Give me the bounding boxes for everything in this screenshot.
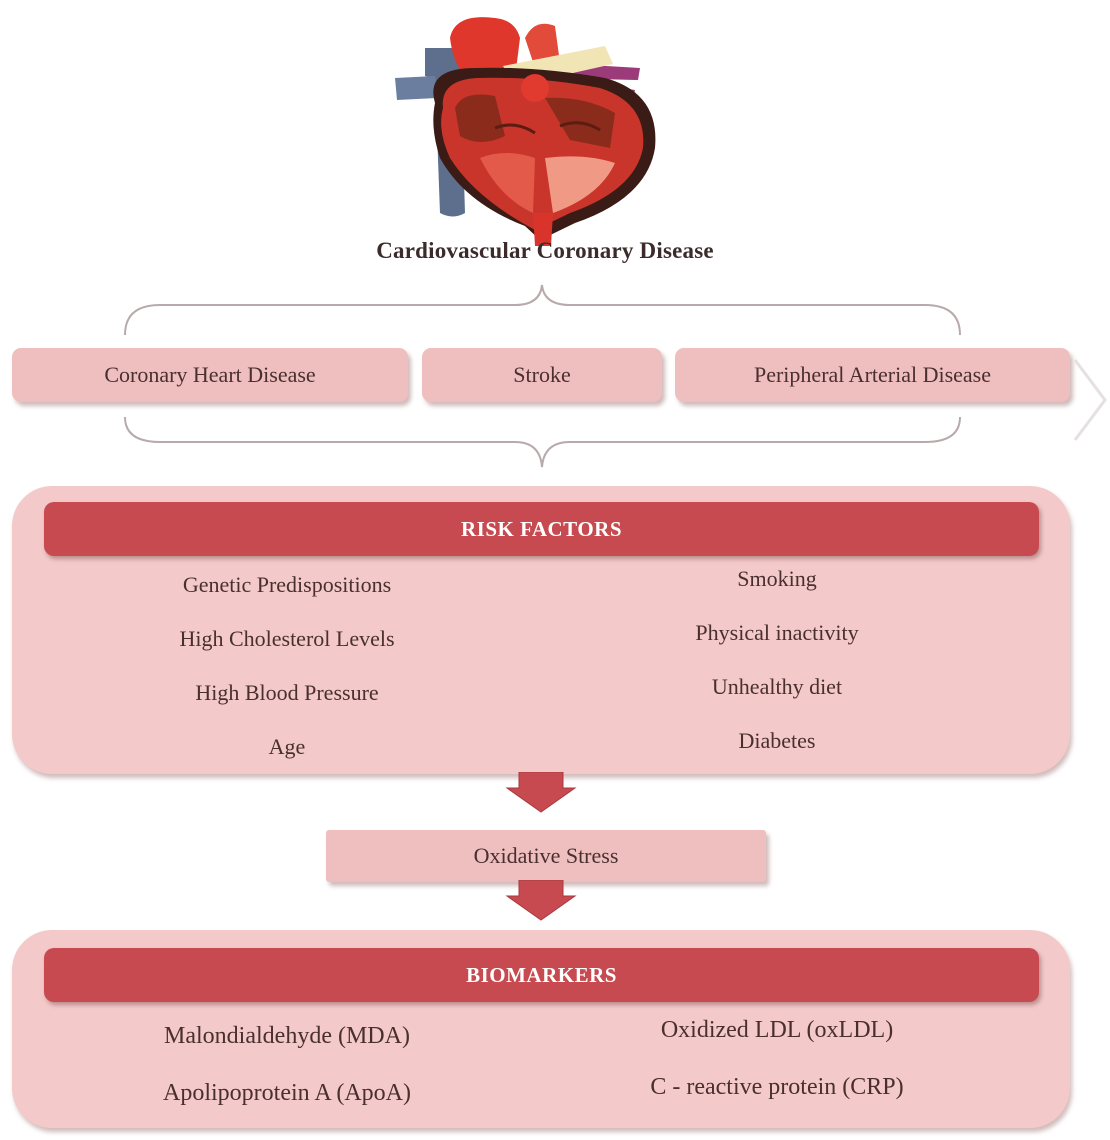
risk-factor-item: Diabetes xyxy=(738,728,816,753)
down-arrow-icon xyxy=(505,772,577,813)
risk-factor-item: High Blood Pressure xyxy=(195,680,379,705)
diagram-title: Cardiovascular Coronary Disease xyxy=(376,238,714,263)
disease-coronary-heart-disease: Coronary Heart Disease xyxy=(12,348,408,402)
biomarkers-right-column: Oxidized LDL (oxLDL) C - reactive protei… xyxy=(567,1002,987,1116)
edge-shadow xyxy=(1073,359,1107,441)
biomarker-item: Oxidized LDL (oxLDL) xyxy=(660,1017,894,1043)
risk-factor-item: Smoking xyxy=(737,566,817,591)
heart-illustration-icon xyxy=(395,17,656,246)
risk-factor-item: Physical inactivity xyxy=(695,620,859,645)
biomarkers-header: BIOMARKERS xyxy=(44,948,1039,1002)
biomarkers-left-column: Malondialdehyde (MDA) Apolipoprotein A (… xyxy=(77,1008,497,1122)
biomarkers-panel: BIOMARKERS Malondialdehyde (MDA) Apolipo… xyxy=(12,930,1070,1128)
biomarker-item: C - reactive protein (CRP) xyxy=(650,1074,904,1100)
biomarker-item: Apolipoprotein A (ApoA) xyxy=(163,1080,411,1106)
disease-stroke: Stroke xyxy=(422,348,662,402)
risk-factors-panel: RISK FACTORS Genetic Predispositions Hig… xyxy=(12,486,1070,774)
risk-factor-item: Unhealthy diet xyxy=(711,674,843,699)
top-brace xyxy=(124,284,961,336)
oxidative-stress-box: Oxidative Stress xyxy=(326,830,766,882)
risk-factors-left-column: Genetic Predispositions High Cholesterol… xyxy=(77,558,497,774)
bottom-brace xyxy=(124,416,961,468)
disease-peripheral-arterial-disease: Peripheral Arterial Disease xyxy=(675,348,1070,402)
risk-factor-item: Age xyxy=(268,734,306,759)
biomarker-item: Malondialdehyde (MDA) xyxy=(164,1023,410,1049)
risk-factor-item: High Cholesterol Levels xyxy=(179,626,395,651)
down-arrow-icon xyxy=(505,880,577,921)
risk-factors-header: RISK FACTORS xyxy=(44,502,1039,556)
risk-factor-item: Genetic Predispositions xyxy=(182,572,392,597)
risk-factors-right-column: Smoking Physical inactivity Unhealthy di… xyxy=(567,552,987,768)
